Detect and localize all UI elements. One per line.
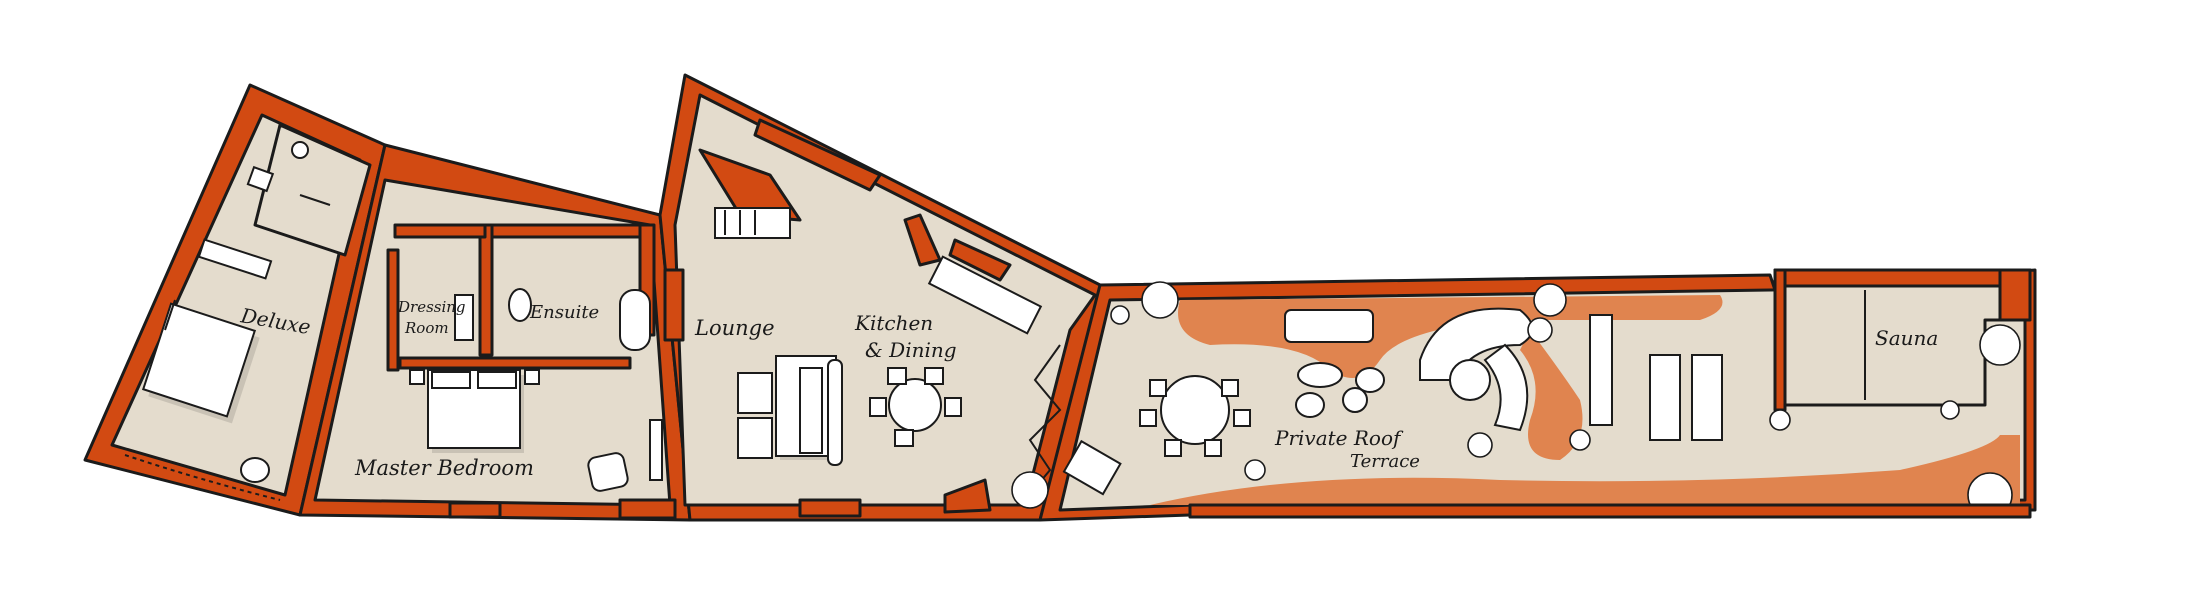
deluxe-wing (83, 83, 387, 517)
label-terrace-line2: Terrace (1350, 451, 1420, 472)
label-dressing-room-line1: Dressing (397, 298, 466, 316)
terrace-dining-table (1160, 375, 1230, 445)
label-sauna: Sauna (1875, 326, 1938, 350)
label-kitchen-line2: & Dining (865, 338, 957, 362)
master-wing (298, 143, 692, 522)
deluxe-bed (141, 302, 257, 418)
label-kitchen-line1: Kitchen (854, 311, 933, 335)
label-terrace-line1: Private Roof (1274, 426, 1404, 450)
lounge-wing (649, 73, 1112, 522)
bathtub (619, 289, 651, 351)
label-ensuite: Ensuite (529, 302, 599, 323)
label-lounge: Lounge (694, 316, 775, 340)
label-master-bedroom: Master Bedroom (354, 456, 534, 480)
room-labels: Deluxe Dressing Room Ensuite Master Bedr… (238, 298, 1938, 480)
terrace (1011, 268, 2037, 522)
label-dressing-room-line2: Room (404, 319, 449, 337)
